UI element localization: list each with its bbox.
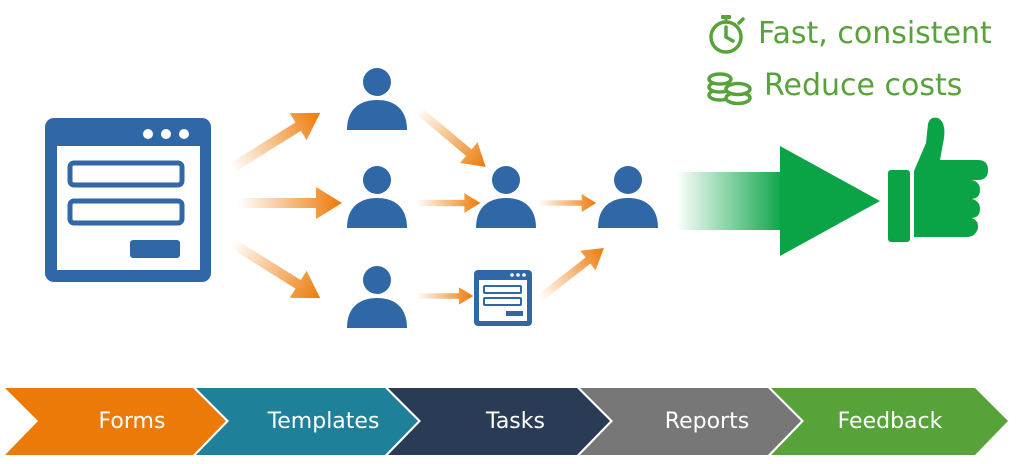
small-form-icon: [474, 270, 532, 326]
benefit-label: Fast, consistent: [758, 16, 992, 51]
form-window-icon: [45, 118, 211, 282]
step-reports-chevron: [580, 388, 801, 455]
person-icon: [347, 68, 407, 130]
flow-arrow: [416, 287, 474, 305]
person-icon: [598, 166, 658, 228]
step-label-tasks: Tasks: [486, 409, 545, 434]
step-label-templates: Templates: [267, 409, 380, 434]
benefit-fast-consistent: Fast, consistent: [706, 13, 992, 55]
person-icon: [347, 166, 407, 228]
step-label-feedback: Feedback: [837, 409, 943, 434]
coins-icon: [707, 72, 752, 106]
step-bar: [5, 388, 1008, 455]
step-templates-chevron: [196, 388, 418, 455]
person-icon: [476, 166, 536, 228]
step-tasks-chevron: [388, 388, 610, 455]
flow-arrow: [238, 187, 342, 219]
flow-arrow: [538, 194, 597, 212]
result-arrow: [676, 146, 880, 256]
step-label-reports: Reports: [664, 409, 750, 434]
benefit-label: Reduce costs: [764, 68, 963, 103]
benefit-reduce-costs: Reduce costs: [706, 66, 962, 106]
person-icon: [347, 266, 407, 328]
flow-arrow: [532, 238, 612, 308]
flow-arrow: [409, 99, 495, 178]
flow-arrow: [223, 229, 329, 312]
step-feedback-chevron: [771, 388, 1008, 455]
stopwatch-icon: [709, 15, 745, 54]
flow-arrow: [416, 193, 481, 213]
step-label-forms: Forms: [98, 409, 166, 434]
step-forms-chevron: [5, 388, 226, 455]
flow-arrow: [223, 99, 329, 182]
thumbs-up-icon: [888, 117, 988, 242]
